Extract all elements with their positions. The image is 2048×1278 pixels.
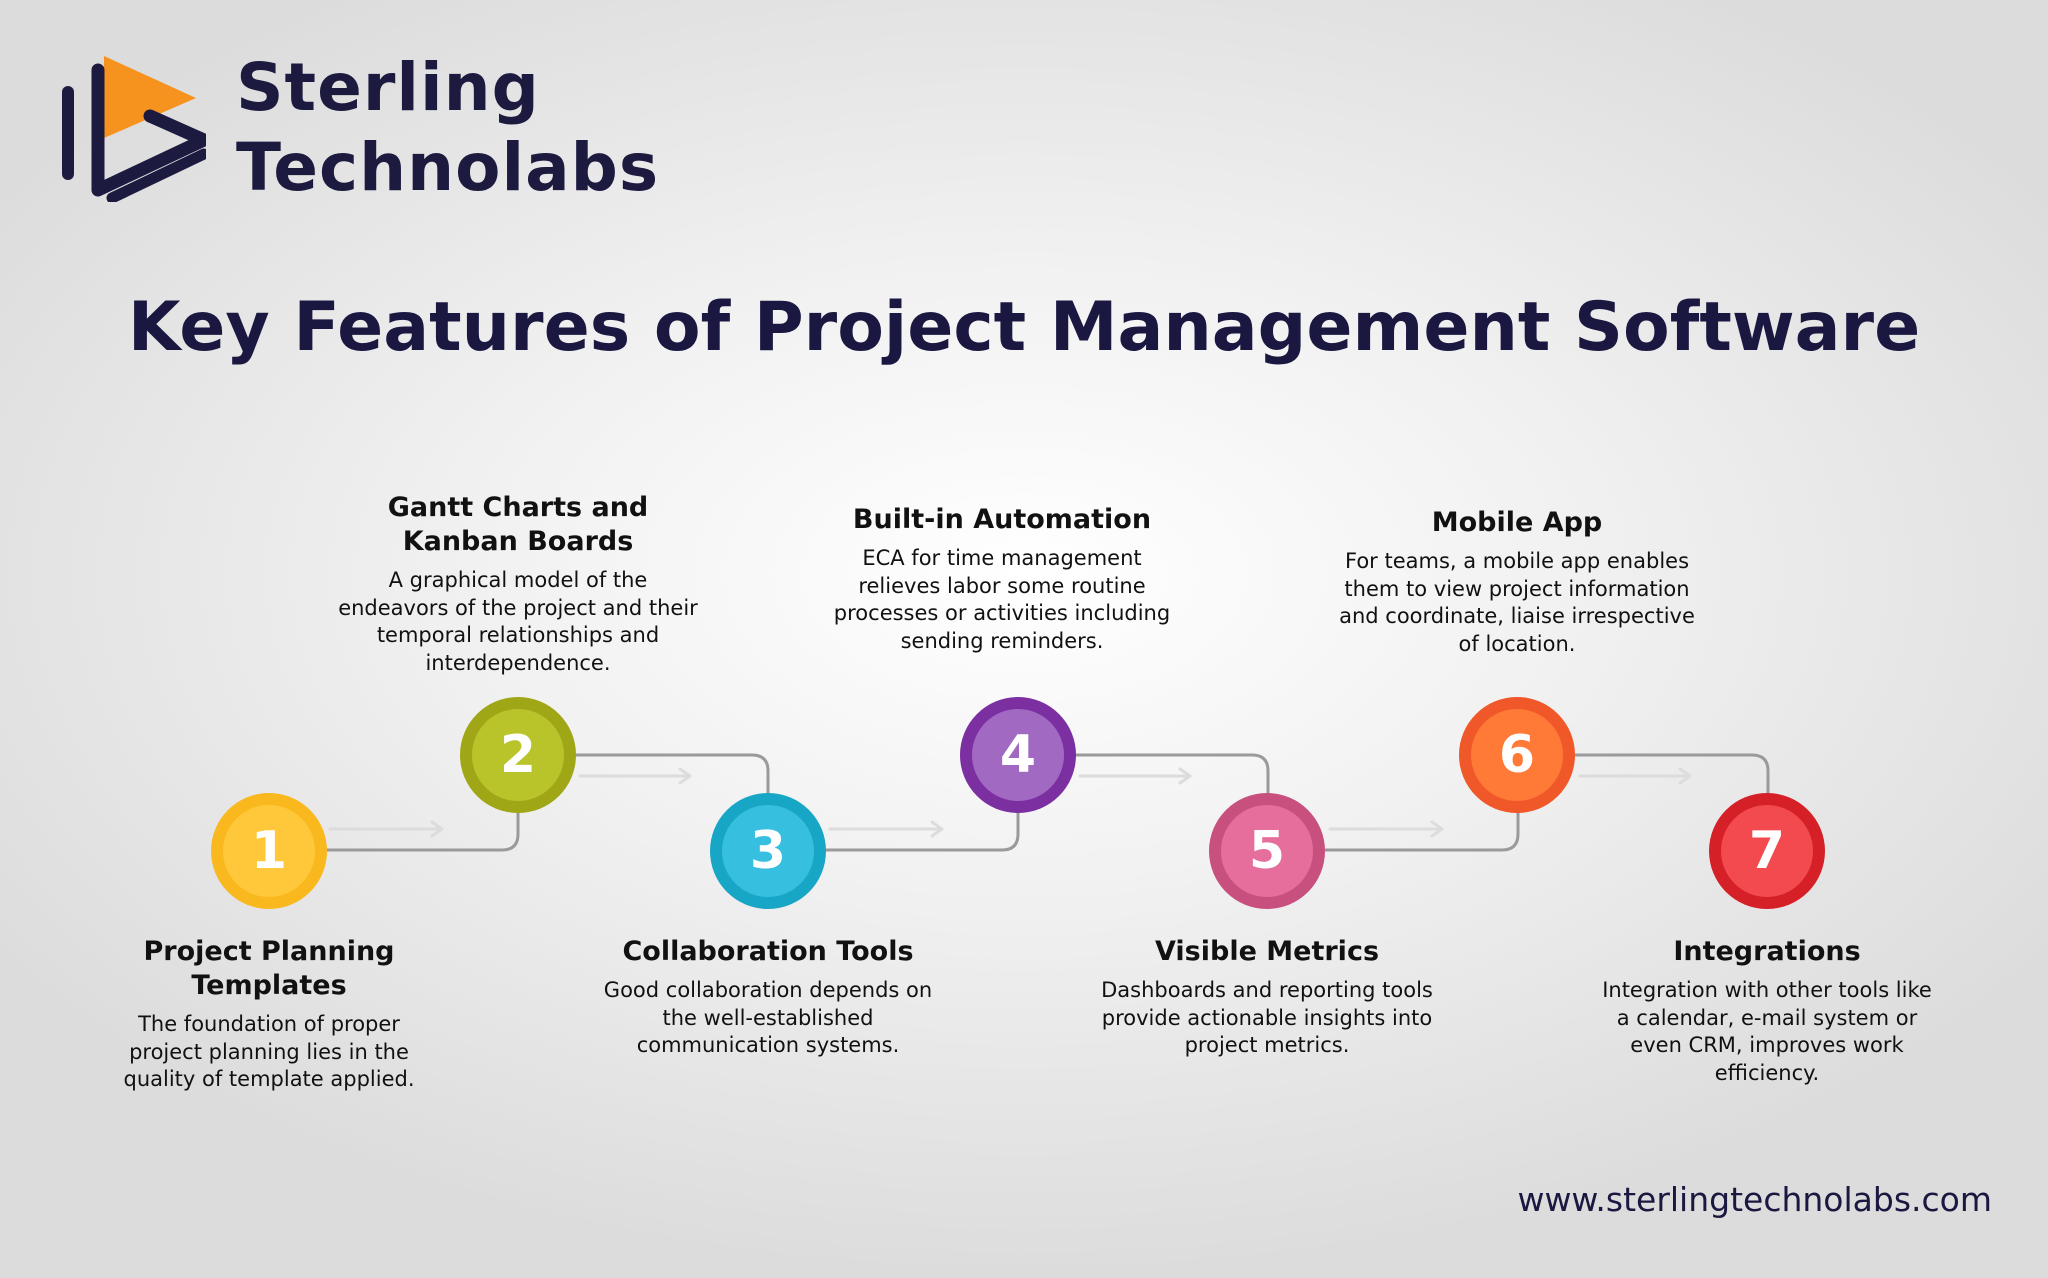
feature-5-description: Dashboards and reporting tools provide a… — [1101, 978, 1433, 1057]
feature-4-title: Built-in Automation — [852, 504, 1152, 535]
feature-6-description: For teams, a mobile app enables them to … — [1339, 549, 1695, 656]
step-1-circle: 1 — [211, 793, 327, 909]
step-3-number: 3 — [722, 805, 814, 897]
step-7-circle: 7 — [1709, 793, 1825, 909]
connector-6-7 — [1574, 753, 1770, 795]
feature-4-description: ECA for time management relieves labor s… — [833, 546, 1171, 653]
step-4-number: 4 — [972, 709, 1064, 801]
feature-4: Built-in Automation ECA for time managem… — [812, 503, 1192, 655]
step-1-number: 1 — [223, 805, 315, 897]
step-2-number: 2 — [472, 709, 564, 801]
connector-3-4 — [824, 810, 1020, 852]
feature-1-title-line-1: Project Planning — [143, 936, 395, 967]
connector-1-2 — [324, 810, 520, 852]
flow-arrow-1 — [328, 820, 444, 838]
feature-1-title-line-2: Templates — [191, 970, 347, 1001]
brand-line-1: Sterling — [236, 49, 540, 126]
step-2-circle: 2 — [460, 697, 576, 813]
feature-2-title-line-2: Kanban Boards — [402, 526, 634, 557]
feature-7-description: Integration with other tools like a cale… — [1602, 978, 1932, 1085]
step-4-circle: 4 — [960, 697, 1076, 813]
feature-5: Visible Metrics Dashboards and reporting… — [1077, 935, 1457, 1060]
feature-2-title-line-1: Gantt Charts and — [387, 492, 649, 523]
step-5-circle: 5 — [1209, 793, 1325, 909]
step-7-number: 7 — [1721, 805, 1813, 897]
flow-arrow-6 — [1578, 767, 1692, 785]
feature-1-description: The foundation of proper project plannin… — [123, 1012, 415, 1091]
connector-4-5 — [1074, 753, 1270, 795]
page-title: Key Features of Project Management Softw… — [127, 288, 1921, 367]
flow-arrow-5 — [1328, 820, 1444, 838]
flow-arrow-2 — [578, 767, 692, 785]
feature-3: Collaboration Tools Good collaboration d… — [578, 935, 958, 1060]
feature-7-title: Integrations — [1673, 936, 1861, 967]
flow-arrow-4 — [1078, 767, 1192, 785]
connector-5-6 — [1324, 810, 1520, 852]
brand-line-2: Technolabs — [236, 129, 660, 206]
sterling-logo-icon — [62, 56, 206, 202]
flow-arrow-3 — [828, 820, 944, 838]
step-3-circle: 3 — [710, 793, 826, 909]
brand-name: Sterling Technolabs — [236, 48, 659, 208]
step-6-number: 6 — [1471, 709, 1563, 801]
step-6-circle: 6 — [1459, 697, 1575, 813]
feature-7: Integrations Integration with other tool… — [1577, 935, 1957, 1087]
feature-6: Mobile App For teams, a mobile app enabl… — [1327, 506, 1707, 658]
step-5-number: 5 — [1221, 805, 1313, 897]
website-url[interactable]: www.sterlingtechnolabs.com — [1517, 1180, 1992, 1219]
connector-2-3 — [574, 753, 770, 795]
feature-5-title: Visible Metrics — [1154, 936, 1380, 967]
feature-3-title: Collaboration Tools — [622, 936, 914, 967]
feature-6-title: Mobile App — [1431, 507, 1603, 538]
feature-2-description: A graphical model of the endeavors of th… — [338, 568, 698, 675]
feature-3-description: Good collaboration depends on the well-e… — [603, 978, 933, 1057]
